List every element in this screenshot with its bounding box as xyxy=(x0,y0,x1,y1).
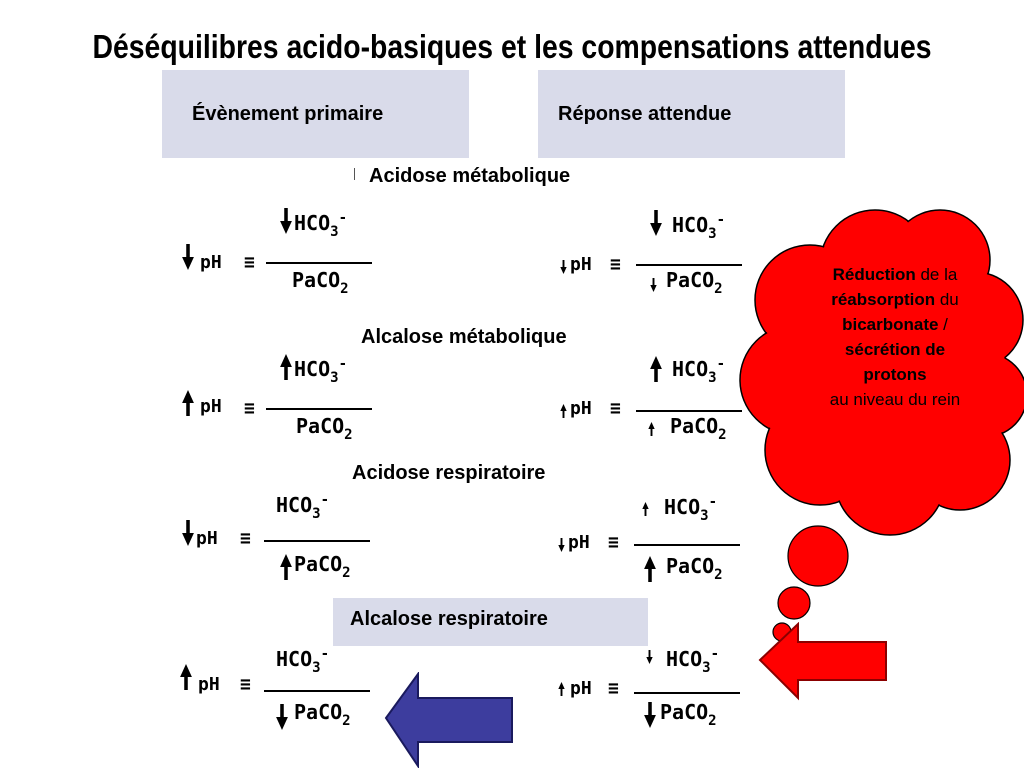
hco3-label: HCO xyxy=(672,213,709,237)
hco3-label: HCO xyxy=(294,211,331,235)
fraction-bar xyxy=(634,692,740,694)
fraction-bar xyxy=(264,540,370,542)
blue-arrow-left-icon xyxy=(384,672,513,768)
hco3-label: HCO xyxy=(294,357,331,381)
fraction-bar xyxy=(266,262,372,264)
paco2-sub: 2 xyxy=(342,565,351,581)
paco2-sub: 2 xyxy=(714,281,723,297)
hco3-sub: 3 xyxy=(700,508,709,524)
cloud-text-du: du xyxy=(935,290,959,309)
ph-label: pH xyxy=(568,532,590,553)
ph-label: pH xyxy=(198,674,220,695)
paco2-label: PaCO xyxy=(294,552,343,576)
ph-label: pH xyxy=(196,528,218,549)
equiv-sign: ≡ xyxy=(244,398,255,419)
hco3-label: HCO xyxy=(276,647,313,671)
fraction-bar xyxy=(264,690,370,692)
hco3-label: HCO xyxy=(664,495,701,519)
header-response-label: Réponse attendue xyxy=(558,103,732,125)
equiv-sign: ≡ xyxy=(608,532,619,553)
paco2-label: PaCO xyxy=(296,414,345,438)
fraction-bar xyxy=(636,264,742,266)
cloud-text-secretion: sécrétion de xyxy=(844,340,946,359)
hco3-sup: - xyxy=(338,210,347,226)
cloud-text-reduction: Réduction xyxy=(832,265,916,284)
cloud-text-rein: au niveau du rein xyxy=(829,390,961,409)
paco2-sub: 2 xyxy=(714,567,723,583)
paco2-label: PaCO xyxy=(666,554,715,578)
hco3-sup: - xyxy=(716,212,725,228)
cloud-text-bicarbonate: bicarbonate xyxy=(842,315,939,334)
equiv-sign: ≡ xyxy=(610,254,621,275)
highlight-box-alcalose-respiratoire xyxy=(333,598,648,646)
hco3-sup: - xyxy=(716,356,725,372)
hco3-sub: 3 xyxy=(312,660,321,676)
hco3-sup: - xyxy=(338,356,347,372)
hco3-label: HCO xyxy=(666,647,703,671)
hco3-sub: 3 xyxy=(702,660,711,676)
header-expected-response: Réponse attendue xyxy=(538,70,845,158)
header-primary-label: Évènement primaire xyxy=(192,103,384,125)
equiv-sign: ≡ xyxy=(240,674,251,695)
paco2-label: PaCO xyxy=(666,268,715,292)
ph-label: pH xyxy=(570,678,592,699)
paco2-sub: 2 xyxy=(718,427,727,443)
ph-label: pH xyxy=(570,254,592,275)
page-title: Déséquilibres acido-basiques et les comp… xyxy=(92,28,932,65)
paco2-label: PaCO xyxy=(292,268,341,292)
section-title-alcalose-metabolique: Alcalose métabolique xyxy=(361,326,567,348)
paco2-sub: 2 xyxy=(340,281,349,297)
ph-label: pH xyxy=(570,398,592,419)
hco3-sup: - xyxy=(320,492,329,508)
ph-label: pH xyxy=(200,252,222,273)
paco2-sub: 2 xyxy=(344,427,353,443)
equiv-sign: ≡ xyxy=(244,252,255,273)
section-title-acidose-metabolique: Acidose métabolique xyxy=(369,165,571,187)
fraction-bar xyxy=(634,544,740,546)
hco3-sub: 3 xyxy=(708,370,717,386)
cloud-text-slash: / xyxy=(938,315,948,334)
section-title-alcalose-respiratoire: Alcalose respiratoire xyxy=(350,608,548,630)
hco3-label: HCO xyxy=(672,357,709,381)
paco2-label: PaCO xyxy=(660,700,709,724)
equiv-sign: ≡ xyxy=(608,678,619,699)
paco2-label: PaCO xyxy=(294,700,343,724)
fraction-bar xyxy=(266,408,372,410)
paco2-sub: 2 xyxy=(342,713,351,729)
cloud-text-de-la: de la xyxy=(915,265,958,284)
equiv-sign: ≡ xyxy=(610,398,621,419)
hco3-sub: 3 xyxy=(330,370,339,386)
section-title-acidose-respiratoire: Acidose respiratoire xyxy=(352,462,546,484)
fraction-bar xyxy=(636,410,742,412)
cloud-text-reabsorption: réabsorption xyxy=(831,290,936,309)
hco3-sup: - xyxy=(710,646,719,662)
ph-label: pH xyxy=(200,396,222,417)
red-arrow-left-icon xyxy=(758,622,887,701)
hco3-sub: 3 xyxy=(330,224,339,240)
header-primary-event: Évènement primaire xyxy=(162,70,469,158)
equiv-sign: ≡ xyxy=(240,528,251,549)
paco2-sub: 2 xyxy=(708,713,717,729)
hco3-sup: - xyxy=(708,494,717,510)
hco3-sub: 3 xyxy=(708,226,717,242)
divider-tick xyxy=(354,168,355,180)
cloud-text-protons: protons xyxy=(863,365,927,384)
hco3-label: HCO xyxy=(276,493,313,517)
cloud-text: Réduction de la réabsorption du bicarbon… xyxy=(770,262,1020,412)
hco3-sup: - xyxy=(320,646,329,662)
hco3-sub: 3 xyxy=(312,506,321,522)
paco2-label: PaCO xyxy=(670,414,719,438)
